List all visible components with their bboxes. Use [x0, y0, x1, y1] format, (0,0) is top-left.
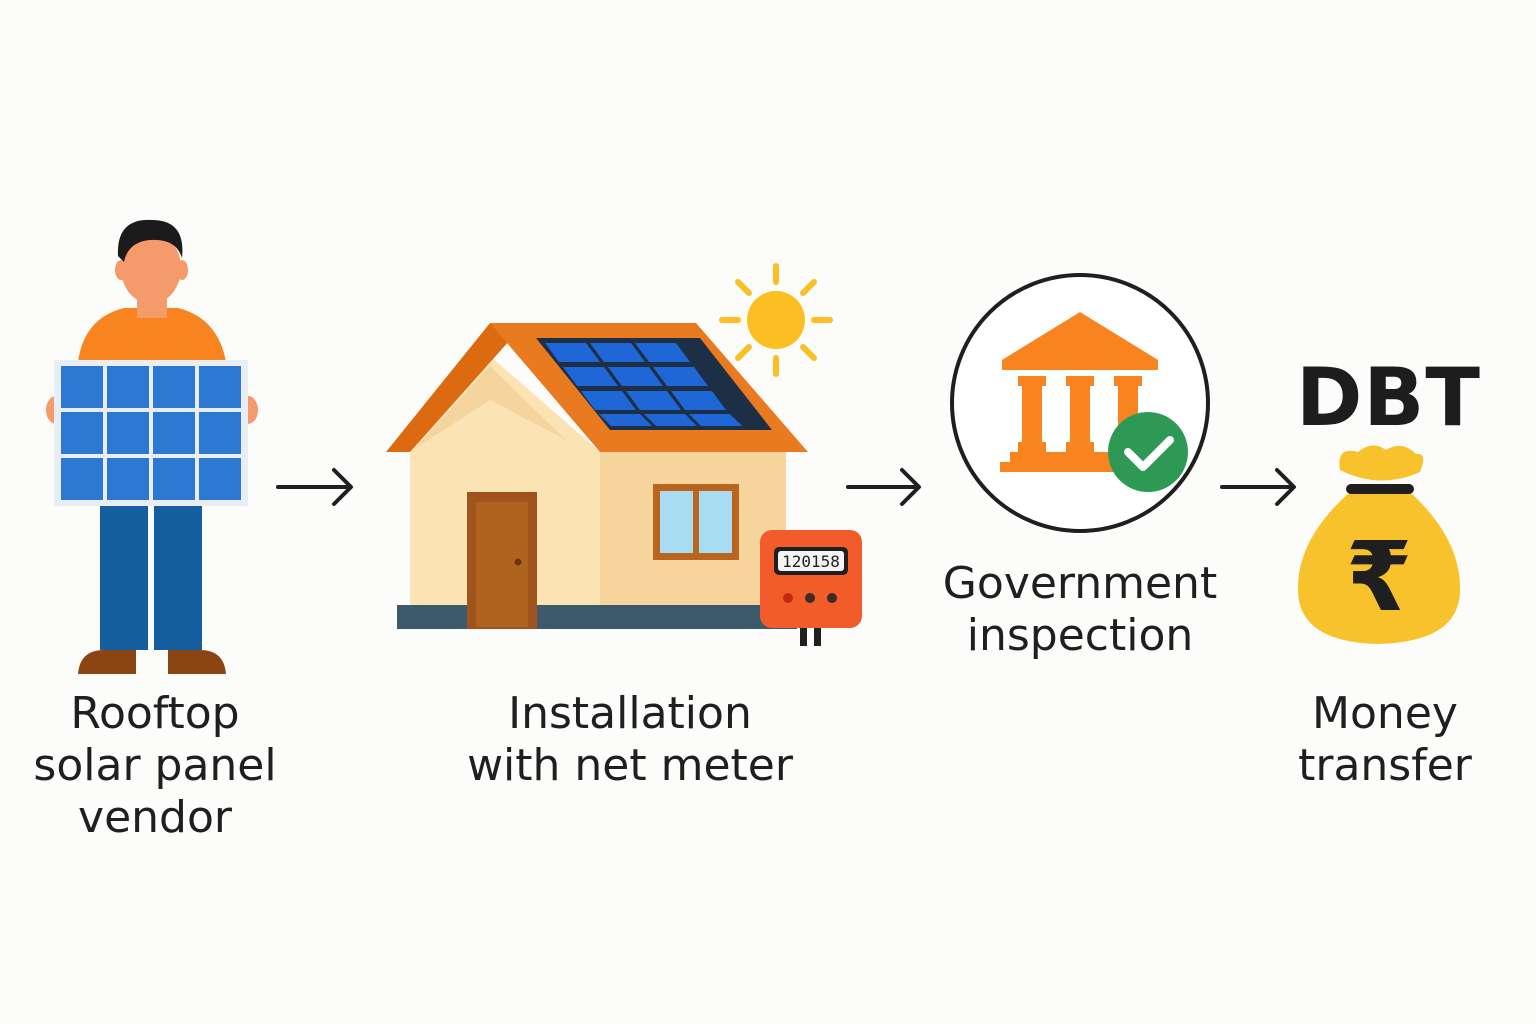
- step-label-line: solar panel: [33, 740, 277, 791]
- step-label-inspection: Government inspection: [920, 558, 1240, 662]
- step-label-transfer: Money transfer: [1270, 688, 1500, 792]
- step-label-line: Government: [942, 558, 1218, 609]
- arrow-right-icon: [846, 468, 921, 506]
- money-bag-icon: ₹: [1297, 445, 1461, 644]
- dbt-heading: DBT: [1296, 351, 1481, 444]
- check-badge-icon: [1108, 412, 1188, 492]
- solar-panel-icon: [54, 360, 248, 506]
- step-label-line: transfer: [1298, 740, 1472, 791]
- step-label-line: Rooftop: [70, 688, 240, 739]
- person-icon: [46, 219, 258, 674]
- step-label-line: Money: [1312, 688, 1458, 739]
- step-label-line: vendor: [78, 792, 232, 843]
- rupee-symbol: ₹: [1346, 521, 1413, 633]
- sun-icon: [719, 263, 833, 377]
- roof-solar-panel-icon: [536, 338, 772, 430]
- net-meter-icon: 120158: [760, 530, 862, 646]
- step-label-line: with net meter: [467, 740, 793, 791]
- step-label-line: Installation: [508, 688, 752, 739]
- meter-reading: 120158: [782, 552, 840, 571]
- arrow-right-icon: [1220, 468, 1296, 506]
- step-label-line: inspection: [966, 610, 1194, 661]
- arrow-right-icon: [276, 468, 353, 506]
- step-label-vendor: Rooftop solar panel vendor: [10, 688, 300, 844]
- step-label-installation: Installation with net meter: [440, 688, 820, 792]
- government-building-icon: [950, 273, 1210, 533]
